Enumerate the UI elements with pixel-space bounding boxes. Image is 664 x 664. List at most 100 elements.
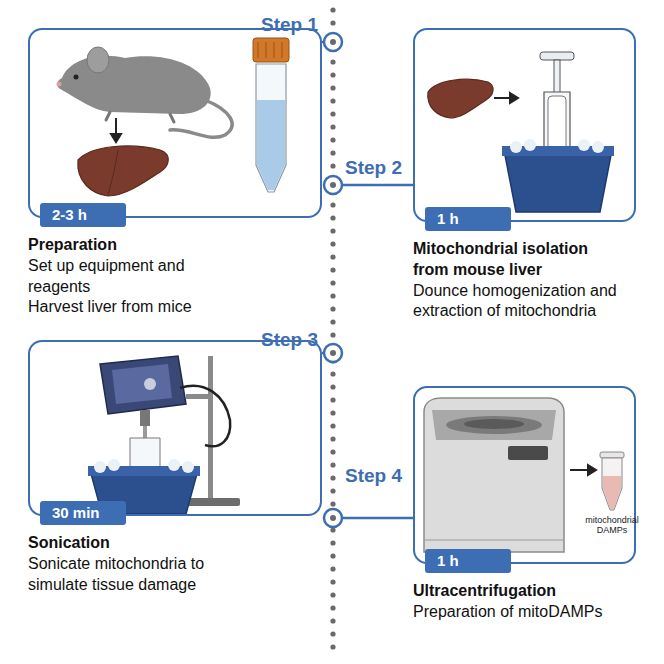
timeline-dot — [330, 449, 335, 454]
timeline-dot — [330, 644, 335, 649]
ice-bucket — [502, 139, 614, 212]
step-panel: 1 hMitochondrial isolation from mouse li… — [413, 28, 636, 222]
mouse-icon — [57, 82, 62, 87]
conical-tube — [274, 42, 275, 58]
ultracentrifuge — [424, 540, 564, 541]
timeline-dot — [330, 540, 335, 545]
duration-tab: 2-3 h — [40, 203, 126, 227]
timeline-dot — [330, 488, 335, 493]
sonicator — [140, 410, 150, 426]
timeline-dot — [330, 59, 335, 64]
conical-tube — [257, 100, 285, 190]
timeline-circle — [324, 344, 342, 362]
liver-icon — [78, 146, 168, 196]
timeline-dot — [330, 350, 336, 356]
ice-bucket — [510, 141, 522, 153]
timeline-dot — [330, 605, 335, 610]
timeline-dot — [330, 306, 335, 311]
timeline-dot — [330, 215, 335, 220]
duration-tab: 1 h — [425, 207, 511, 231]
ultracentrifuge — [432, 410, 556, 440]
timeline-dot — [330, 410, 335, 415]
step-label: Step 1 — [261, 14, 318, 36]
microtube — [603, 476, 621, 509]
step-caption: PreparationSet up equipment and reagents… — [28, 235, 206, 318]
timeline-circle — [324, 33, 342, 527]
ultracentrifuge — [424, 398, 564, 552]
timeline-dot — [330, 293, 335, 298]
arrow-right — [510, 93, 518, 103]
arrow-right — [494, 93, 518, 103]
timeline-dot — [330, 20, 335, 25]
timeline-dot — [330, 631, 335, 636]
step-panel: 1 hUltracentrifugationPreparation of mit… — [413, 386, 636, 564]
duration-text: 30 min — [52, 504, 100, 521]
sonicator-stand — [186, 394, 212, 399]
sonicator — [180, 386, 230, 446]
ice-bucket — [182, 461, 194, 473]
step-description: Set up equipment and reagents — [28, 256, 206, 298]
liver-icon — [108, 150, 118, 195]
timeline-dot — [330, 553, 335, 558]
timeline-dot — [330, 371, 335, 376]
timeline-dot — [330, 202, 335, 207]
microtube — [600, 452, 624, 458]
duration-tab: 1 h — [425, 549, 511, 573]
step-caption: SonicationSonicate mitochondria to simul… — [28, 533, 206, 595]
step-label: Step 2 — [345, 157, 402, 179]
duration-text: 2-3 h — [52, 206, 87, 223]
step-heading: Mitochondrial isolation from mouse liver — [413, 239, 618, 281]
ice-bucket — [504, 150, 612, 212]
ice-bucket — [592, 141, 604, 153]
timeline-dot — [330, 163, 335, 168]
sonicator — [100, 356, 230, 474]
timeline-dot — [330, 592, 335, 597]
timeline-dot — [330, 475, 335, 480]
step-heading: Preparation — [28, 235, 206, 256]
arrow-right — [570, 465, 596, 475]
ice-bucket — [524, 139, 536, 151]
step-heading: Ultracentrifugation — [413, 581, 618, 602]
conical-tube — [253, 38, 289, 192]
timeline-dot — [330, 39, 336, 45]
conical-tube — [256, 64, 286, 192]
step-connectors — [342, 184, 413, 187]
sonicator — [144, 378, 156, 390]
timeline-dot — [330, 7, 335, 12]
ultracentrifuge — [508, 446, 548, 460]
ultracentrifuge — [446, 416, 542, 434]
liver-icon — [78, 146, 168, 196]
dounce-homogenizer — [540, 52, 574, 60]
mouse-icon — [170, 100, 232, 137]
timeline-dot — [330, 423, 335, 428]
ice-bucket — [94, 461, 106, 473]
timeline-dot — [330, 462, 335, 467]
duration-text: 1 h — [437, 210, 459, 227]
tube-label: mitochondrial DAMPs — [580, 516, 644, 536]
timeline-circle — [324, 33, 342, 51]
sonicator — [112, 364, 172, 404]
arrow-down — [111, 134, 121, 142]
timeline-dot — [330, 85, 335, 90]
step-heading: Sonication — [28, 533, 206, 554]
timeline-dot — [330, 332, 335, 337]
timeline-dot — [330, 436, 335, 441]
liver-icon — [428, 79, 493, 118]
microtube — [602, 458, 622, 510]
step-description: Harvest liver from mice — [28, 297, 206, 318]
timeline-dot — [330, 579, 335, 584]
timeline-dot — [330, 566, 335, 571]
timeline-dot — [330, 228, 335, 233]
step-caption: Mitochondrial isolation from mouse liver… — [413, 239, 618, 322]
ice-bucket — [168, 459, 180, 471]
step-panel: 2-3 hPreparationSet up equipment and rea… — [28, 28, 322, 218]
timeline-dot — [330, 501, 335, 506]
timeline-dot — [330, 182, 336, 188]
timeline-dot — [330, 384, 335, 389]
ultracentrifuge — [424, 398, 564, 552]
step-caption: UltracentrifugationPreparation of mitoDA… — [413, 581, 618, 623]
timeline-dot — [330, 98, 335, 103]
timeline-dot — [330, 137, 335, 142]
duration-text: 1 h — [437, 552, 459, 569]
timeline-dot — [330, 39, 336, 521]
